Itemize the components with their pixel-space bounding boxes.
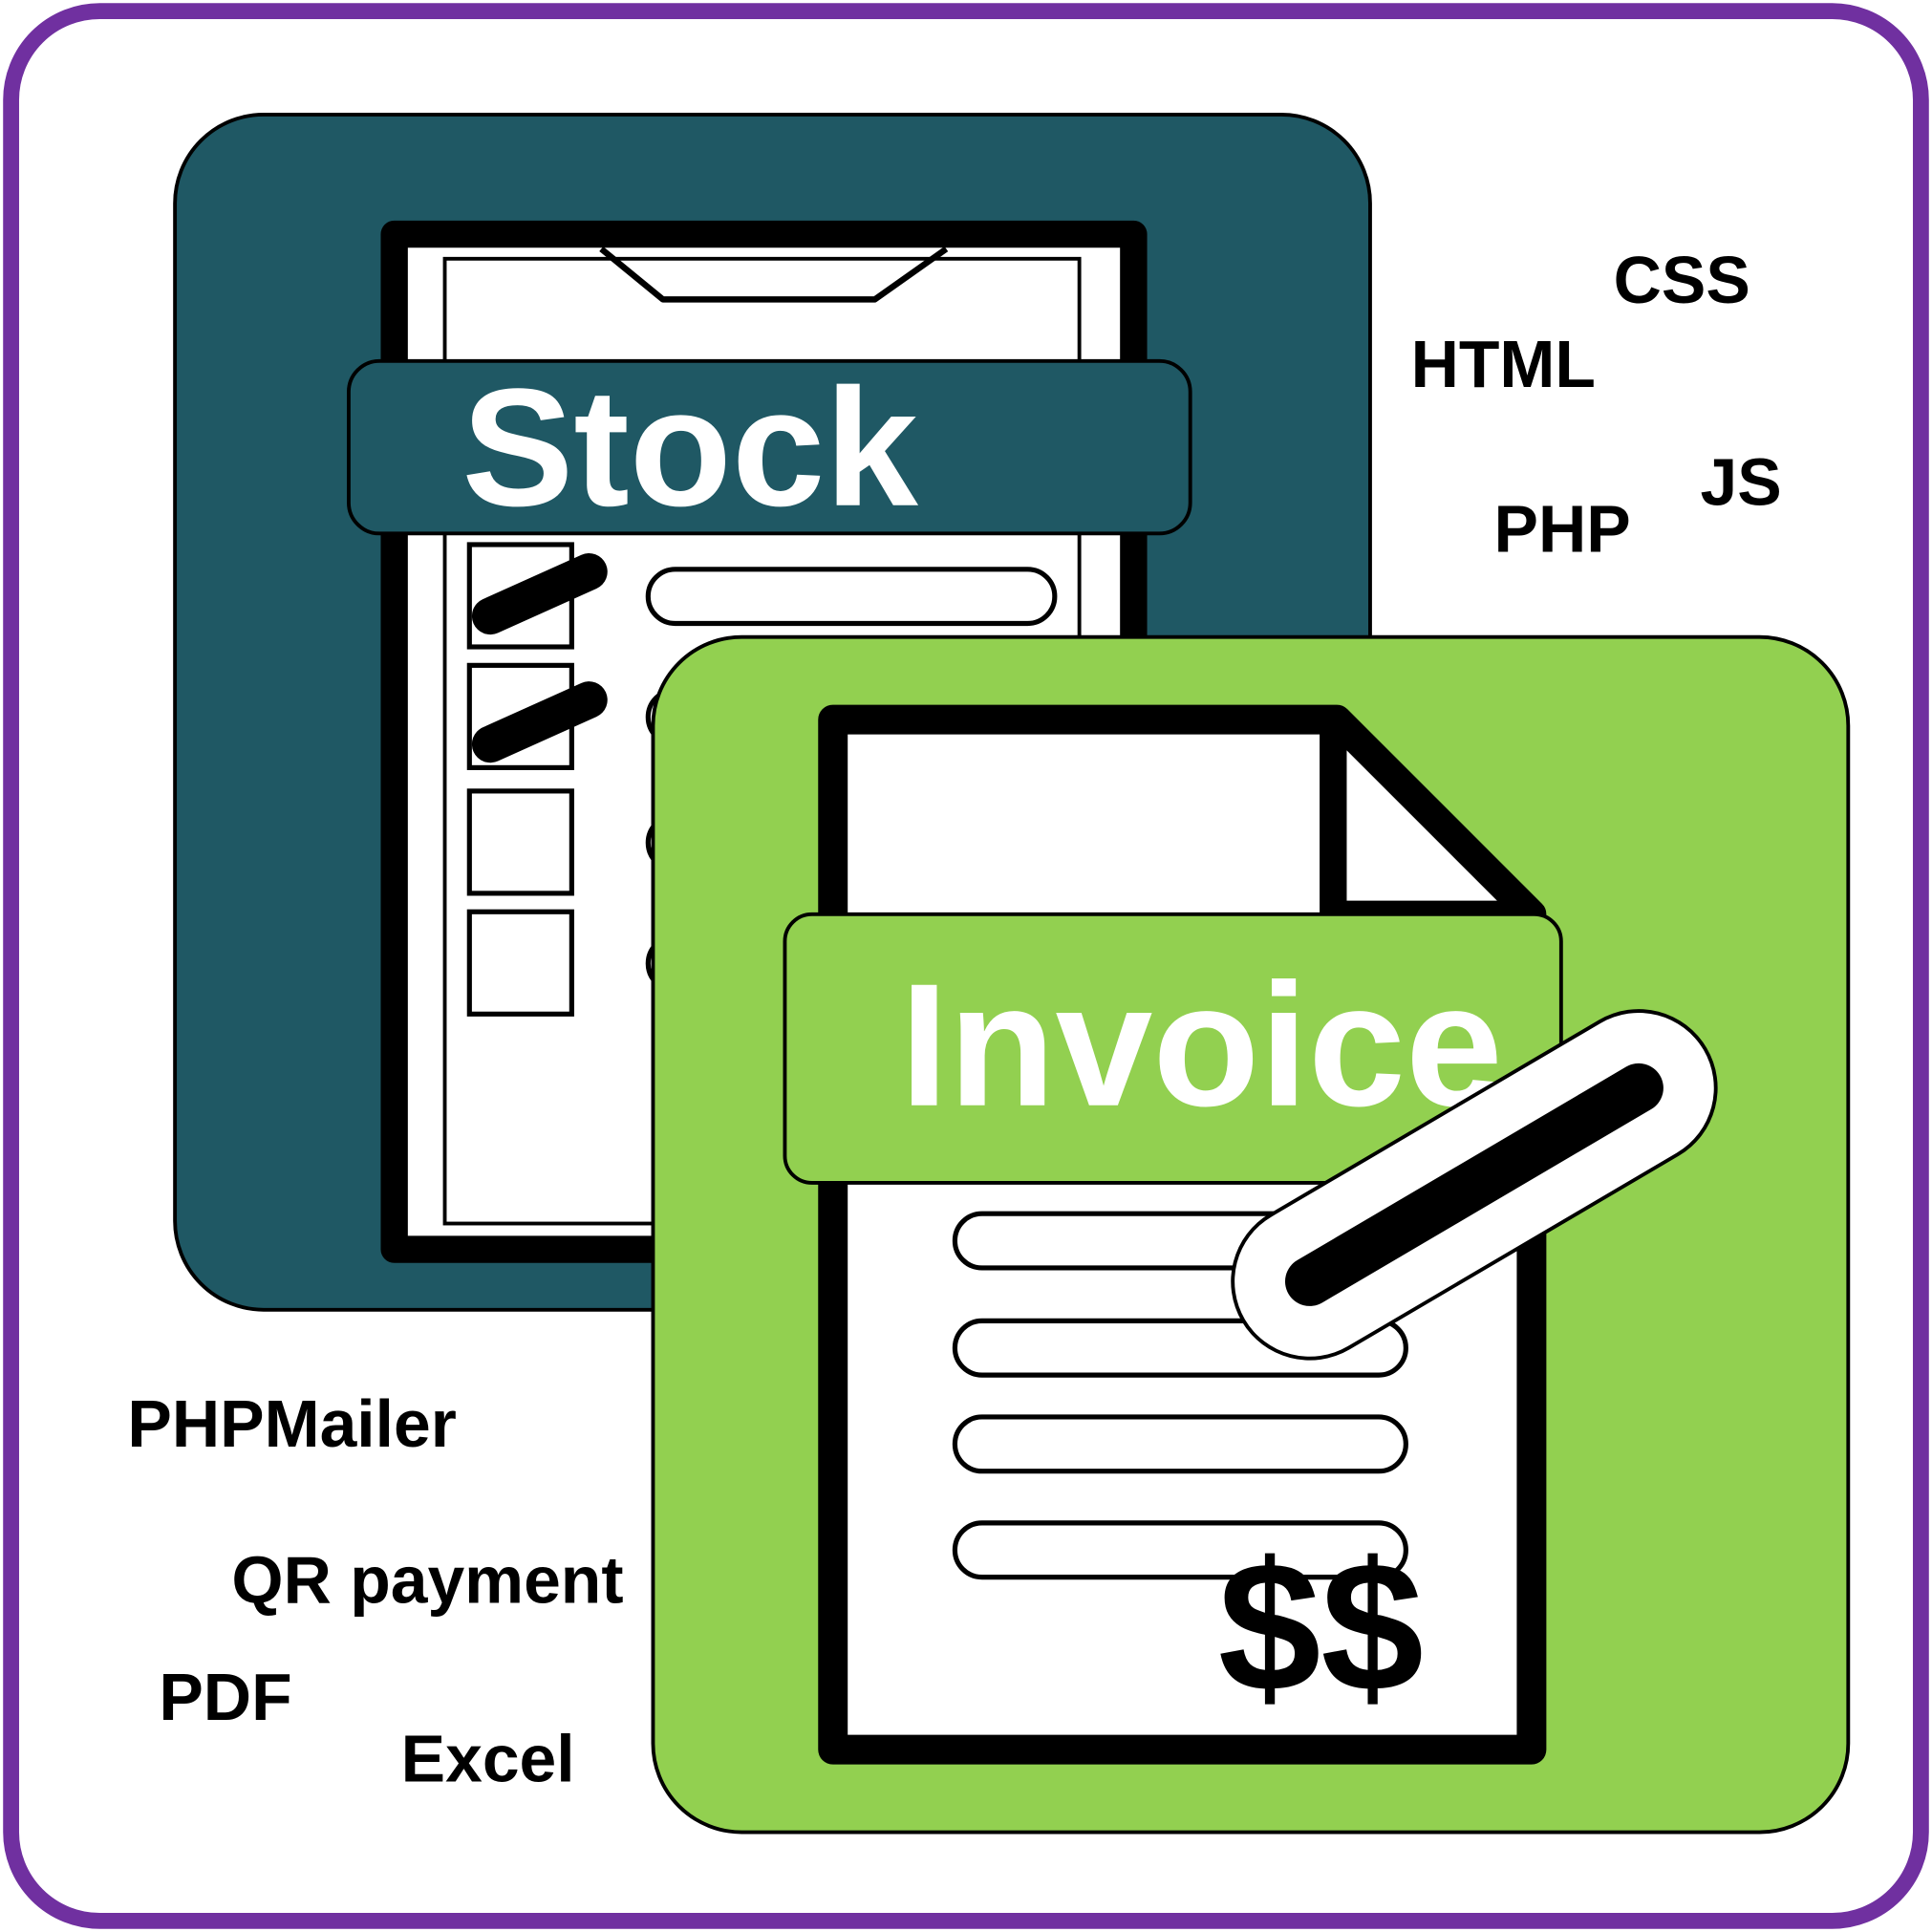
list-line <box>645 567 1058 627</box>
invoice-line <box>952 1520 1408 1580</box>
pen-icon <box>1231 1009 1718 1361</box>
tag-js: JS <box>1701 445 1782 520</box>
tag-excel: Excel <box>401 1722 575 1796</box>
tag-css: CSS <box>1614 243 1750 317</box>
invoice-card: Invoice $$ <box>651 634 1851 1835</box>
checkbox-icon <box>466 788 574 896</box>
tag-phpmailer: PHPMailer <box>127 1386 456 1461</box>
stock-banner <box>347 358 1192 536</box>
currency-symbol: $$ <box>1218 1523 1424 1729</box>
tag-php: PHP <box>1494 492 1631 567</box>
check-mark-icon <box>471 681 608 763</box>
tag-html: HTML <box>1411 327 1596 401</box>
tag-qr-payment: QR payment <box>231 1543 623 1618</box>
check-mark-icon <box>471 553 608 635</box>
invoice-title: Invoice <box>900 947 1503 1143</box>
stock-title: Stock <box>462 354 918 542</box>
tag-pdf: PDF <box>159 1660 291 1734</box>
invoice-line <box>952 1414 1408 1474</box>
checkbox-icon <box>466 909 574 1017</box>
